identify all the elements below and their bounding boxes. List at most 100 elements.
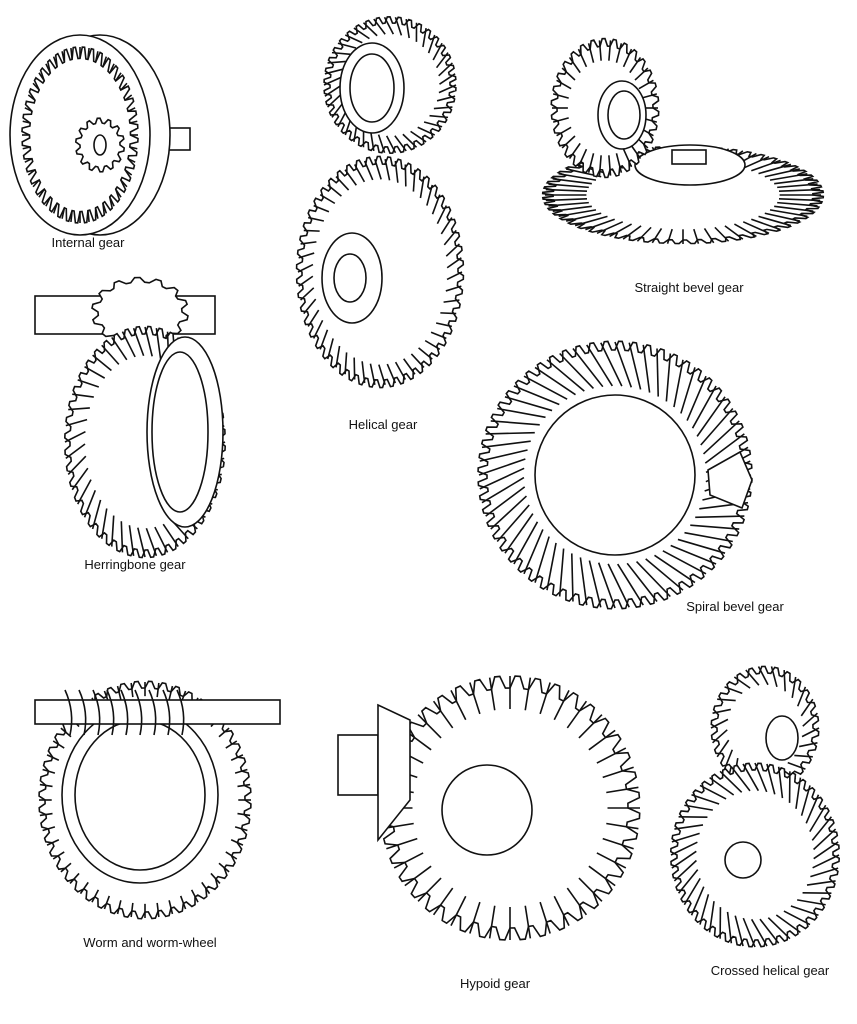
tooth-line [218, 727, 230, 738]
tooth-line [800, 698, 814, 717]
tooth-line [608, 40, 612, 61]
tooth-line [65, 418, 88, 427]
tooth-line [588, 560, 602, 608]
tooth-line [674, 824, 704, 830]
tooth-line [577, 148, 588, 168]
tooth-line [577, 48, 588, 68]
tooth-line [438, 62, 453, 77]
upper-bore [765, 715, 799, 761]
tooth-line [410, 130, 427, 143]
tooth-line [108, 63, 115, 74]
tooth-line [27, 94, 36, 101]
tooth-line [327, 93, 342, 108]
tooth-line [61, 207, 66, 219]
pinion [377, 703, 411, 843]
tooth-line [110, 515, 115, 547]
tooth-line [791, 676, 797, 699]
pinion-bore [93, 134, 107, 156]
tooth-line [24, 157, 33, 163]
tooth-line [778, 188, 821, 192]
tooth-line [116, 900, 122, 915]
tooth-line [156, 902, 160, 918]
tooth-line [419, 176, 425, 199]
worm-thread [92, 689, 101, 736]
tooth-line [394, 135, 407, 152]
label-helical-gear: Helical gear [349, 417, 418, 432]
tooth-line [24, 107, 33, 113]
worm-thread [64, 689, 73, 736]
tooth-line [684, 531, 733, 543]
tooth-line [504, 513, 534, 554]
tooth-line [556, 126, 572, 137]
tooth-line [683, 877, 701, 906]
tooth-line [671, 850, 697, 869]
tooth-line [596, 852, 627, 869]
tooth-line [410, 353, 425, 368]
tooth-line [393, 852, 424, 869]
wheel-inner [151, 351, 209, 513]
tooth-line [394, 160, 399, 183]
tooth-line [124, 169, 133, 176]
tooth-line [417, 714, 442, 739]
tooth-line [642, 344, 651, 393]
tooth-line [586, 344, 613, 387]
tooth-line [481, 440, 531, 449]
tooth-line [769, 209, 808, 218]
tooth-line [566, 700, 588, 729]
tooth-line [764, 212, 801, 222]
tooth-line [22, 120, 31, 124]
tooth-line [42, 826, 56, 832]
tooth-line [423, 121, 443, 128]
tooth-line [52, 740, 65, 749]
tooth-line [67, 455, 87, 475]
tooth-line [94, 207, 99, 219]
tooth-line [319, 329, 329, 350]
tooth-line [307, 309, 320, 327]
tooth-line [787, 761, 806, 770]
tooth-line [690, 524, 740, 530]
tooth-line [445, 285, 462, 292]
lower-bore [724, 841, 762, 879]
tooth-line [70, 210, 73, 222]
tooth-line [568, 142, 581, 159]
tooth-line [693, 228, 700, 244]
tooth-line [445, 243, 460, 257]
tooth-line [154, 526, 169, 553]
tooth-line [52, 202, 58, 214]
tooth-line [764, 168, 801, 178]
label-worm-and-worm-wheel: Worm and worm-wheel [83, 935, 217, 950]
tooth-line [490, 495, 528, 530]
tooth-line [629, 57, 642, 74]
tooth-line [750, 918, 768, 947]
tooth-line [717, 698, 736, 702]
label-crossed-helical-gear: Crossed helical gear [711, 963, 830, 978]
tooth-line [777, 766, 784, 799]
tooth-line [60, 862, 72, 873]
tooth-line [524, 677, 532, 711]
tooth-line [751, 218, 781, 231]
tooth-line [565, 212, 602, 222]
helical-gear-drawing [295, 15, 465, 389]
tooth-line [108, 196, 115, 207]
tooth-line [742, 155, 770, 169]
tooth-line [450, 895, 467, 926]
tooth-line [386, 363, 397, 384]
tooth-line [638, 79, 654, 90]
tooth-line [490, 420, 540, 426]
tooth-line [670, 544, 717, 565]
tooth-line [757, 666, 769, 686]
tooth-line [766, 763, 776, 795]
tooth-line [384, 159, 391, 181]
tooth-line [553, 690, 570, 721]
tooth-line [111, 336, 128, 361]
tooth-line [723, 749, 734, 770]
worm-thread [120, 689, 129, 736]
tooth-line [703, 228, 715, 244]
tooth-line [378, 364, 386, 386]
tooth-line [129, 146, 138, 150]
tooth-line [626, 562, 658, 602]
tooth-line [412, 169, 416, 192]
tooth-line [691, 793, 720, 805]
tooth-line [405, 18, 410, 39]
tooth-line [691, 385, 717, 429]
